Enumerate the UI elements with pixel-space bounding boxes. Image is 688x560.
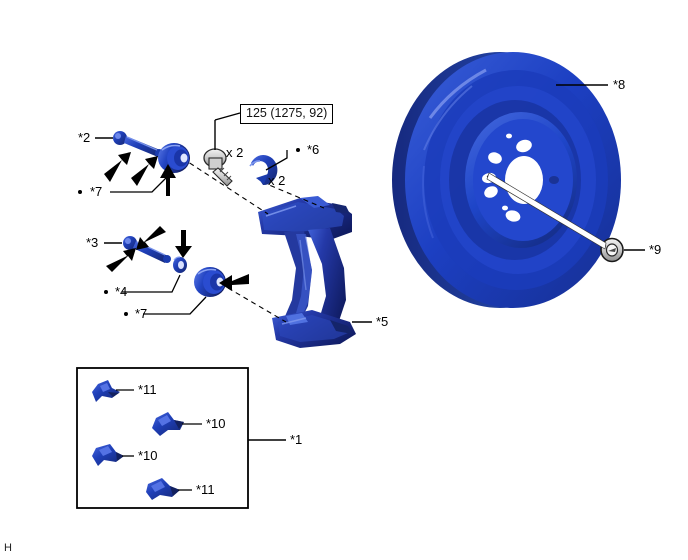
assembly-arrow (106, 248, 136, 272)
callout-label-11-a: *11 (138, 382, 157, 397)
pad-support-plate-clip (92, 444, 124, 466)
page-watermark: H (4, 542, 12, 554)
torque-spec-box: 125 (1275, 92) (240, 104, 334, 124)
bullet-marker (104, 290, 108, 294)
callout-label-11-b: *11 (196, 482, 215, 497)
callout-label-9: *9 (649, 242, 662, 257)
brake-disc-rotor (392, 52, 621, 308)
bullet-marker (124, 312, 128, 316)
disc-retaining-clip (600, 237, 624, 263)
callout-label-2: *2 (78, 130, 91, 145)
callout-label-6: *6 (307, 142, 320, 157)
slide-pin-upper (113, 131, 163, 157)
pad-support-plate-clip (92, 380, 120, 402)
assembly-arrow (131, 156, 158, 186)
leader-line-6 (265, 150, 288, 171)
assembly-axis-lower-pin (227, 287, 287, 323)
assembly-axis-clip (261, 181, 325, 209)
callout-label-10-a: *10 (206, 416, 226, 431)
assembly-arrow (136, 226, 166, 250)
callout-label-4: *4 (115, 284, 128, 299)
callout-label-8: *8 (613, 77, 626, 92)
assembly-arrow (219, 274, 249, 291)
pin-bushing (173, 256, 187, 273)
leader-line-torque (214, 112, 241, 121)
callout-label-3: *3 (86, 235, 99, 250)
anti-rattle-clip (249, 155, 278, 186)
callout-label-1: *1 (290, 432, 303, 447)
bolt-quantity-label: x 2 (226, 145, 244, 160)
slide-pin-boot-upper (158, 143, 190, 173)
callout-label-7-upper: *7 (90, 184, 103, 199)
callout-label-7-lower: *7 (135, 306, 148, 321)
pad-support-plate-clip (152, 412, 184, 436)
callout-label-10-b: *10 (138, 448, 158, 463)
clip-quantity-label: x 2 (268, 173, 286, 188)
assembly-arrow (104, 152, 131, 182)
bullet-marker (296, 148, 300, 152)
assembly-arrow (175, 230, 192, 258)
caliper-mounting-bracket (258, 196, 356, 348)
callout-label-5: *5 (376, 314, 389, 329)
leader-line-4 (122, 274, 181, 293)
assembly-arrow (160, 164, 176, 196)
assembly-axis-upper-pin (181, 157, 269, 215)
bullet-marker (78, 190, 82, 194)
leader-line-7-upper (110, 171, 173, 193)
leader-line-7-lower (143, 296, 207, 315)
pad-support-plate-clip (146, 478, 180, 500)
caliper-bolt (203, 148, 233, 187)
